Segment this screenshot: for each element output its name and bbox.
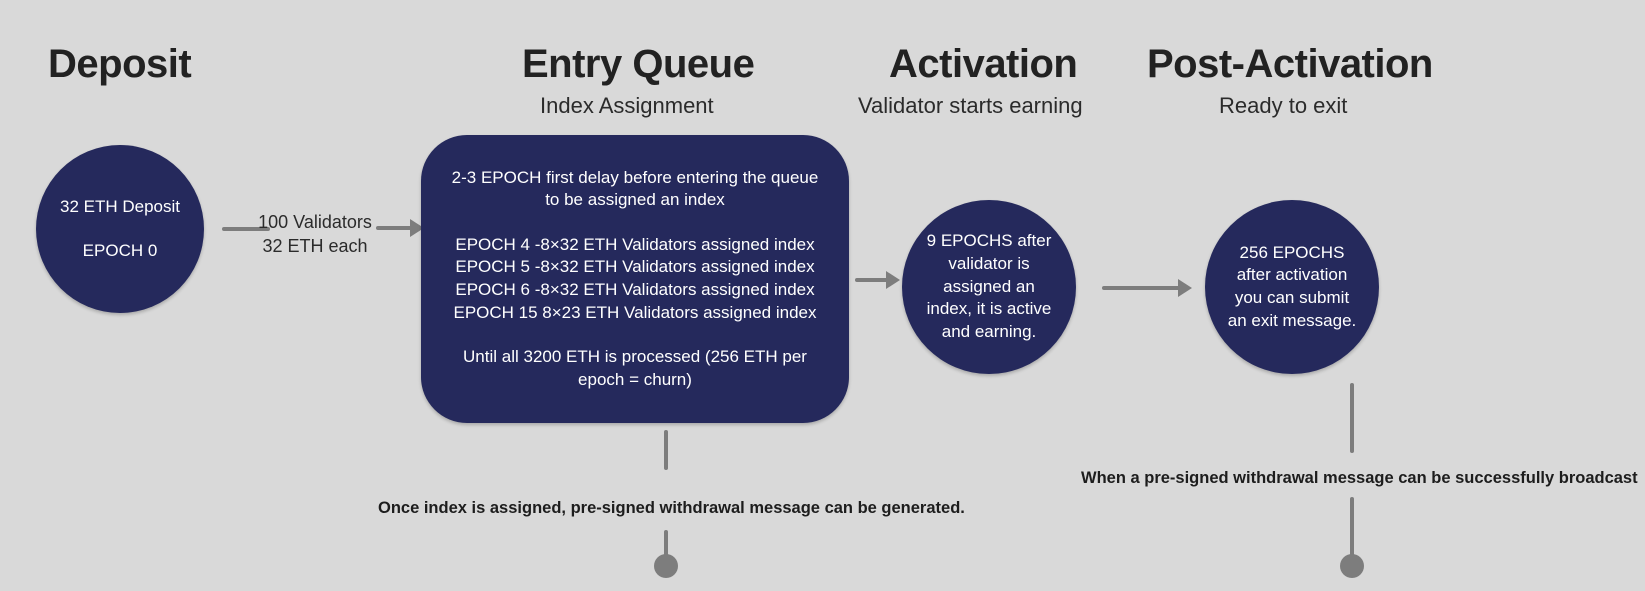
entry-queue-epoch-list: EPOCH 4 -8×32 ETH Validators assigned in…: [443, 234, 827, 324]
node-activation-text: 9 EPOCHS after validator is assigned an …: [902, 230, 1076, 343]
stage-title-post-activation: Post-Activation: [1147, 42, 1433, 86]
edge-arrow-activation-to-post: [1102, 279, 1192, 297]
stage-title-activation: Activation: [889, 42, 1078, 86]
node-post-activation-line: after activation: [1236, 265, 1348, 285]
connector-queue-note-lower: [664, 530, 668, 566]
edge-arrow-deposit-to-queue: [376, 219, 424, 237]
node-activation-line: index, it is active: [926, 299, 1052, 319]
entry-queue-epoch-row: EPOCH 15 8×23 ETH Validators assigned in…: [453, 302, 817, 322]
entry-queue-outro: Until all 3200 ETH is processed (256 ETH…: [463, 347, 807, 389]
stage-subtitle-activation: Validator starts earning: [858, 93, 1083, 118]
node-activation[interactable]: 9 EPOCHS after validator is assigned an …: [902, 200, 1076, 374]
node-entry-queue[interactable]: 2-3 EPOCH first delay before entering th…: [421, 135, 849, 423]
edge-arrow-queue-to-activation: [855, 271, 900, 289]
spacer: [443, 212, 827, 234]
entry-queue-epoch-row: EPOCH 6 -8×32 ETH Validators assigned in…: [455, 280, 815, 299]
node-post-activation-line: an exit message.: [1227, 310, 1357, 330]
arrow-shaft: [855, 278, 886, 282]
node-post-activation-line: 256 EPOCHS: [1239, 242, 1345, 262]
stage-subtitle-post-activation: Ready to exit: [1219, 93, 1348, 118]
node-activation-line: validator is: [948, 254, 1030, 274]
caption-queue-note: Once index is assigned, pre-signed withd…: [378, 499, 965, 517]
stage-title-entry-queue: Entry Queue: [522, 42, 755, 86]
connector-queue-note-upper: [664, 430, 668, 470]
arrow-shaft: [1102, 286, 1178, 290]
node-post-activation-text: 256 EPOCHS after activation you can subm…: [1205, 242, 1379, 332]
node-deposit-line2: EPOCH 0: [82, 241, 158, 260]
connector-post-note-lower: [1350, 497, 1354, 565]
entry-queue-epoch-row: EPOCH 4 -8×32 ETH Validators assigned in…: [455, 234, 815, 254]
node-post-activation-line: you can submit: [1234, 288, 1350, 307]
connector-post-note-upper: [1350, 383, 1354, 453]
node-deposit-text: 32 ETH Deposit EPOCH 0: [36, 197, 204, 262]
arrow-shaft: [376, 226, 410, 230]
edge-line-deposit-left: [222, 227, 270, 231]
caption-post-activation-note: When a pre-signed withdrawal message can…: [1081, 469, 1638, 487]
node-activation-line: assigned an: [943, 276, 1035, 296]
connector-endpoint-dot-post: [1340, 554, 1364, 578]
spacer: [36, 217, 204, 241]
connector-endpoint-dot-queue: [654, 554, 678, 578]
arrow-head-icon: [886, 271, 900, 289]
stage-title-deposit: Deposit: [48, 42, 192, 86]
node-entry-queue-text: 2-3 EPOCH first delay before entering th…: [421, 167, 849, 392]
spacer: [443, 324, 827, 346]
node-activation-line: 9 EPOCHS after: [926, 231, 1052, 251]
arrow-head-icon: [1178, 279, 1192, 297]
node-activation-line: and earning.: [941, 321, 1037, 341]
node-deposit-line1: 32 ETH Deposit: [60, 196, 180, 216]
edge-label-line2: 32 ETH each: [262, 236, 368, 257]
node-post-activation[interactable]: 256 EPOCHS after activation you can subm…: [1205, 200, 1379, 374]
edge-label-deposit-to-queue: 100 Validators 32 ETH each: [256, 210, 374, 259]
stage-subtitle-entry-queue: Index Assignment: [540, 93, 714, 118]
arrow-head-icon: [410, 219, 424, 237]
entry-queue-epoch-row: EPOCH 5 -8×32 ETH Validators assigned in…: [455, 257, 815, 277]
entry-queue-intro: 2-3 EPOCH first delay before entering th…: [451, 167, 819, 210]
edge-label-line1: 100 Validators: [258, 212, 372, 232]
node-deposit[interactable]: 32 ETH Deposit EPOCH 0: [36, 145, 204, 313]
